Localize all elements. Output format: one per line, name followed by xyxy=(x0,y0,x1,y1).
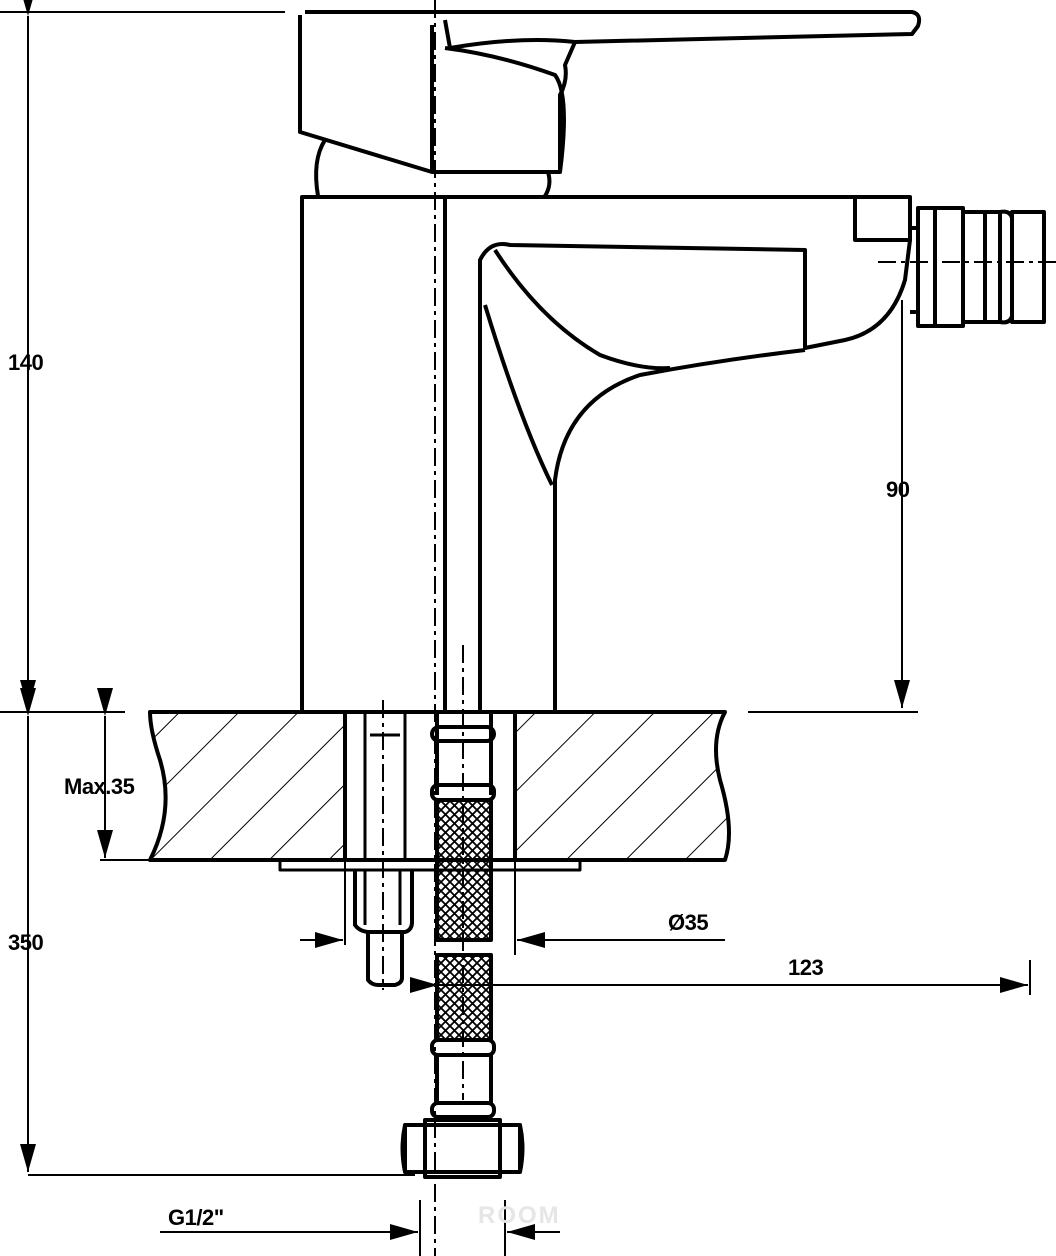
bidet-nozzle xyxy=(910,206,1046,328)
dim-spout-height: 90 xyxy=(886,477,910,502)
dimension-lines xyxy=(0,0,1031,1256)
dim-spout-reach: 123 xyxy=(788,955,824,980)
mounting-stud xyxy=(353,870,414,987)
faucet-body xyxy=(300,195,912,714)
dim-max-countertop: Max.35 xyxy=(64,774,135,799)
dim-hole-diameter: Ø35 xyxy=(668,910,709,935)
dim-total-height: 140 xyxy=(8,350,44,375)
countertop-section xyxy=(148,710,731,872)
center-lines xyxy=(382,0,1056,1256)
dim-thread: G1/2" xyxy=(168,1205,224,1230)
watermark-logo: ROOM xyxy=(478,1202,561,1229)
handle-lever xyxy=(298,10,922,198)
dim-hose-length: 350 xyxy=(8,930,44,955)
